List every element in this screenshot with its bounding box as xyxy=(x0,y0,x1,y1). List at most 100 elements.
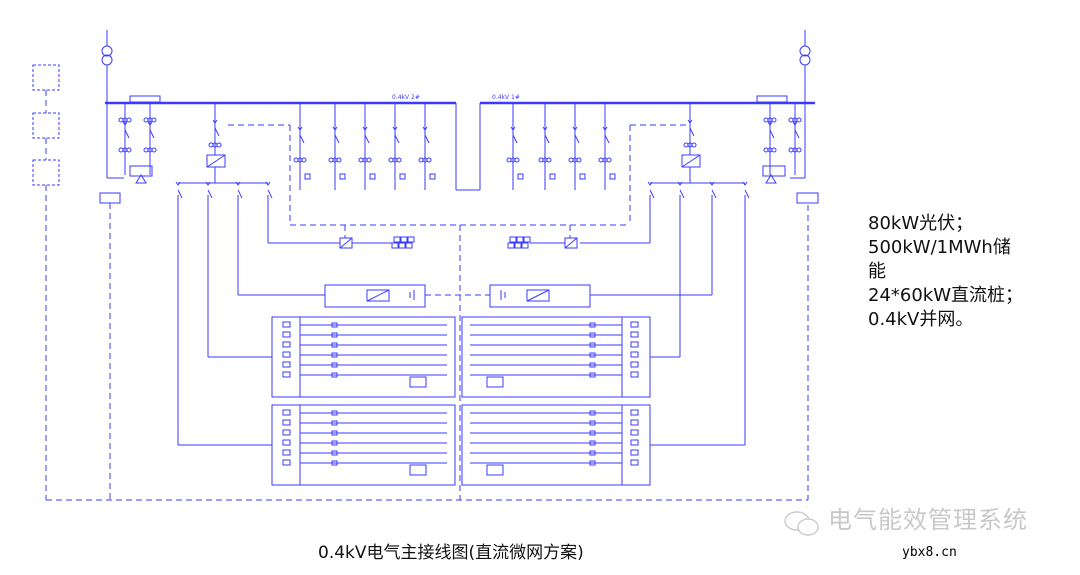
ct-icon xyxy=(788,147,794,153)
charger-icon xyxy=(282,459,291,466)
battery-icon xyxy=(409,290,415,300)
charger-icon xyxy=(630,439,639,446)
breaker-icon xyxy=(512,134,518,144)
breaker-box xyxy=(331,332,338,338)
ct-icon xyxy=(598,157,604,163)
ct-icon xyxy=(151,117,157,123)
charger-icon xyxy=(630,459,639,466)
breaker-box xyxy=(589,362,596,368)
breaker-icon xyxy=(207,189,213,199)
breaker-box xyxy=(331,420,338,426)
breaker-box xyxy=(589,410,596,416)
breaker-icon xyxy=(604,134,610,144)
breaker-box xyxy=(331,460,338,466)
breaker-icon xyxy=(769,129,775,139)
grounding-icon xyxy=(765,174,777,184)
system-box xyxy=(32,64,60,91)
breaker-box xyxy=(589,450,596,456)
charger-icon xyxy=(282,351,291,358)
ct-icon xyxy=(118,117,124,123)
transformer-winding xyxy=(799,45,811,57)
breaker-icon xyxy=(237,189,243,199)
ct-icon xyxy=(514,157,520,163)
breaker-icon xyxy=(267,189,273,199)
ct-icon xyxy=(293,157,299,163)
disconnector-icon xyxy=(647,181,653,186)
note-line: 24*60kW直流桩； xyxy=(868,285,1024,306)
label-box xyxy=(796,192,819,204)
charger-icon xyxy=(282,449,291,456)
disconnector-icon xyxy=(792,121,798,126)
pcs-diag xyxy=(526,289,550,302)
ct-icon xyxy=(796,147,802,153)
watermark-text: 电气能效管理系统 xyxy=(828,506,1028,534)
breaker-box xyxy=(331,450,338,456)
ct-icon xyxy=(358,157,364,163)
breaker-box xyxy=(331,410,338,416)
spd-box xyxy=(409,464,427,476)
rectifier-box xyxy=(681,154,701,168)
meter-icon xyxy=(429,173,436,180)
ct-icon xyxy=(366,157,372,163)
breaker-icon xyxy=(364,134,370,144)
ct-icon xyxy=(418,157,424,163)
disconnector-icon xyxy=(602,126,608,131)
breaker-icon xyxy=(794,129,800,139)
transformer-winding xyxy=(101,45,113,57)
note-line: 80kW光伏； xyxy=(868,213,974,234)
ct-icon xyxy=(151,147,157,153)
ct-icon xyxy=(788,117,794,123)
ct-icon xyxy=(396,157,402,163)
converter-diag xyxy=(339,237,353,249)
meter-icon xyxy=(339,173,346,180)
breaker-box xyxy=(589,430,596,436)
ct-icon xyxy=(771,117,777,123)
charger-icon xyxy=(630,331,639,338)
diagram-caption: 0.4kV电气主接线图(直流微网方案) xyxy=(318,543,584,563)
charger-icon xyxy=(630,351,639,358)
disconnector-icon xyxy=(542,126,548,131)
note-line: 能 xyxy=(868,261,886,282)
disconnector-icon xyxy=(235,181,241,186)
disconnector-icon xyxy=(422,126,428,131)
charger-icon xyxy=(630,361,639,368)
ct-icon xyxy=(143,117,149,123)
scheme-notes: 80kW光伏； 500kW/1MWh储 能 24*60kW直流桩； 0.4kV并… xyxy=(868,212,1068,332)
charger-icon xyxy=(282,419,291,426)
storage-cabinet xyxy=(489,284,591,308)
disconnector-icon xyxy=(742,181,748,186)
meter-icon xyxy=(609,173,616,180)
breaker-icon xyxy=(214,127,220,137)
disconnector-icon xyxy=(332,126,338,131)
breaker-box xyxy=(331,372,338,378)
breaker-icon xyxy=(574,134,580,144)
charger-icon xyxy=(282,371,291,378)
meter-icon xyxy=(517,173,524,180)
ct-icon xyxy=(126,117,132,123)
ct-icon xyxy=(538,157,544,163)
watermark-site: ybx8.cn xyxy=(902,545,957,560)
disconnector-icon xyxy=(392,126,398,131)
breaker-box xyxy=(589,322,596,328)
breaker-box xyxy=(589,460,596,466)
charger-icon xyxy=(630,341,639,348)
breaker-icon xyxy=(679,189,685,199)
charger-icon xyxy=(630,371,639,378)
ct-icon xyxy=(126,147,132,153)
ct-icon xyxy=(118,147,124,153)
charging-cabinet xyxy=(271,316,456,398)
breaker-box xyxy=(331,322,338,328)
bus-label-box xyxy=(129,95,161,103)
note-line: 0.4kV并网。 xyxy=(868,309,974,330)
rectifier-box xyxy=(206,154,226,168)
charger-icon xyxy=(630,409,639,416)
disconnector-icon xyxy=(175,181,181,186)
wechat-icon xyxy=(784,511,819,536)
charger-icon xyxy=(282,439,291,446)
ct-icon xyxy=(216,142,222,148)
ct-icon xyxy=(568,157,574,163)
breaker-box xyxy=(589,420,596,426)
breaker-icon xyxy=(334,134,340,144)
system-box xyxy=(32,159,60,186)
